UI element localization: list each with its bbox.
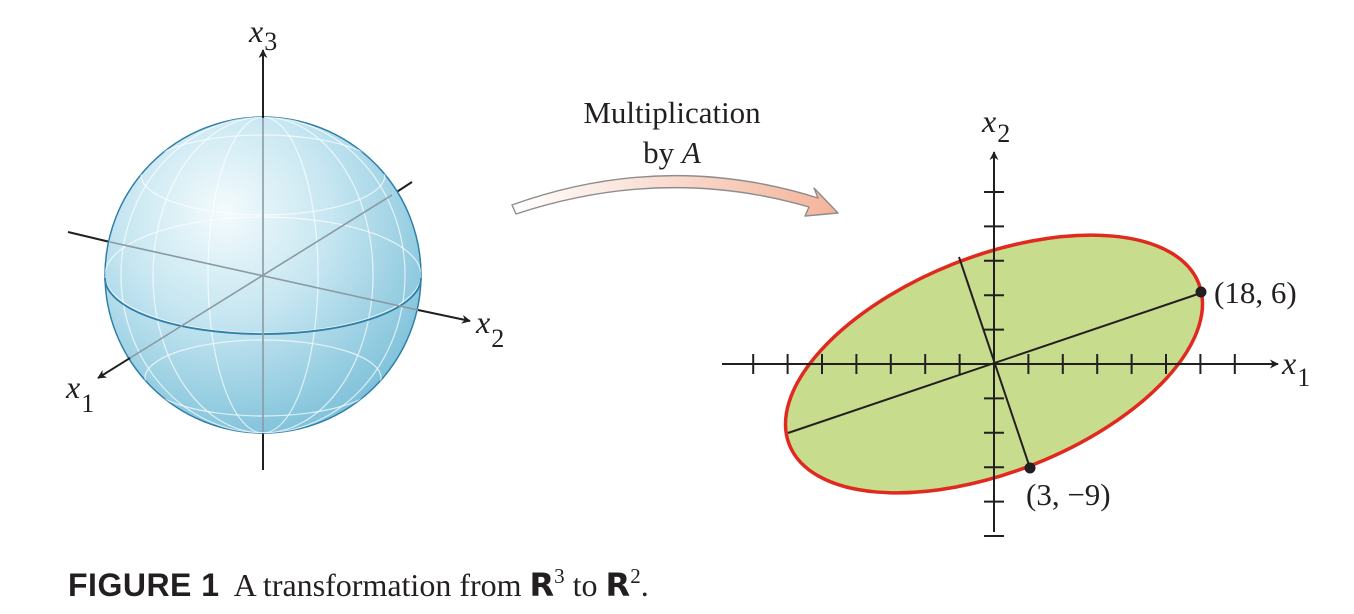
sphere-diagram: x3 x2 x1 [65,13,504,470]
x1-axis-arrow [97,357,131,379]
point-18-6-label: (18, 6) [1214,275,1297,310]
ellipse-diagram: (18, 6) (3, −9) x2 x1 [722,103,1310,537]
x2-axis-arrow [417,309,471,324]
point-3-neg9 [1024,462,1036,474]
transformation-arrow: Multiplication by A [511,95,839,217]
label-x2-right: x2 [981,103,1010,148]
caption-space-1: R [529,566,555,604]
caption-text-1: A transformation from [233,567,530,603]
x2-axis-back [67,231,111,243]
x2-axis-inside [109,241,419,311]
arrow-label-line2: by A [643,135,702,170]
label-x3: x3 [248,13,277,56]
caption-space-2: R [605,566,631,604]
coordinate-axes [722,151,1279,537]
label-x1-right: x1 [1281,345,1310,392]
caption-text-3: . [640,567,649,603]
label-x2-left: x2 [475,304,504,353]
label-x1-left: x1 [65,369,94,418]
caption-exp-1: 3 [554,564,565,588]
curved-arrow-icon [511,174,839,217]
minor-axis-segment [958,256,1031,469]
point-18-6 [1195,286,1207,298]
point-3-neg9-label: (3, −9) [1026,477,1111,512]
arrow-label-line1: Multiplication [583,95,761,130]
caption-exp-2: 2 [630,564,641,588]
caption-label: FIGURE 1 [68,567,220,603]
caption-text-2: to [564,567,606,603]
x1-axis-inside [129,194,393,359]
